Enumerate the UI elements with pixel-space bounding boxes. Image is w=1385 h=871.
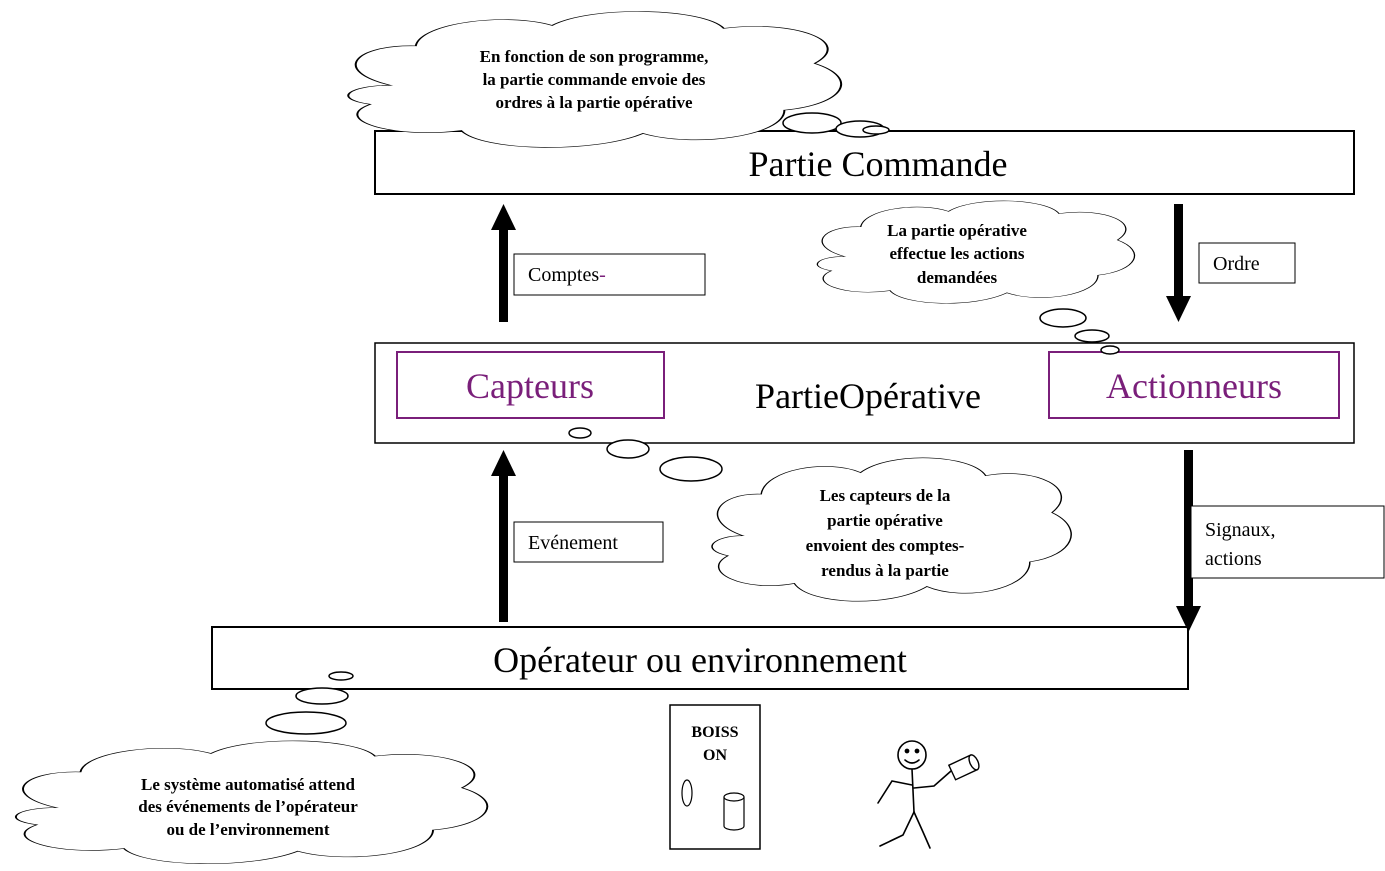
bubble-capteurs-line-3: envoient des comptes- [806,536,965,555]
signaux-label-box: Signaux, actions [1190,505,1385,579]
partie-operative-label: PartieOpérative [755,376,981,416]
thought-bubble-systeme: Le système automatisé attend des événeme… [16,672,487,864]
partie-commande-label: Partie Commande [749,144,1008,184]
ordre-label: Ordre [1213,253,1260,275]
machine-label-line-1: BOISS [691,724,738,741]
ordre-label-box: Ordre [1198,242,1296,284]
partie-commande-block: Partie Commande [374,130,1355,195]
operateur-label: Opérateur ou environnement [493,640,907,680]
evenement-label: Evénement [528,532,618,554]
bubble-capteurs-line-4: rendus à la partie [821,561,949,580]
bubble-operative-line-3: demandées [917,268,998,287]
actionneurs-label: Actionneurs [1106,366,1282,406]
operateur-block: Opérateur ou environnement [211,626,1189,690]
bubble-capteurs-line-2: partie opérative [827,511,943,530]
thought-bubble-operative: La partie opérative effectue les actions… [817,201,1134,354]
bubble-operative-line-2: effectue les actions [889,244,1024,263]
drink-can-icon [947,754,980,781]
bubble-systeme-line-1: Le système automatisé attend [141,775,355,794]
stick-figure-person-icon [877,740,952,849]
capteurs-label: Capteurs [466,366,594,406]
evenement-label-box: Evénement [513,521,664,563]
bubble-systeme-line-2: des événements de l’opérateur [138,797,358,816]
bubble-commande-line-1: En fonction de son programme, [480,47,709,66]
comptes-rendus-label: Comptes- [528,264,606,286]
arrow-evenement [491,450,516,622]
machine-can-icon [723,792,745,831]
bubble-commande-line-3: ordres à la partie opérative [495,93,692,112]
bubble-operative-line-1: La partie opérative [887,221,1027,240]
arrow-signaux [1176,450,1201,632]
signaux-label-line-1: Signaux, [1205,519,1276,541]
partie-operative-block: PartieOpérative Capteurs Actionneurs [374,342,1355,444]
bubble-capteurs-line-1: Les capteurs de la [820,486,951,505]
coin-slot-icon [681,779,693,807]
signaux-label-line-2: actions [1205,548,1262,570]
comptes-rendus-label-box: Comptes- [513,253,706,296]
arrow-comptes-rendus [491,204,516,322]
actionneurs-box: Actionneurs [1048,351,1340,419]
bubble-commande-line-2: la partie commande envoie des [483,70,706,89]
thought-bubble-capteurs: Les capteurs de la partie opérative envo… [569,428,1071,601]
thought-bubble-commande: En fonction de son programme, la partie … [348,11,889,147]
capteurs-box: Capteurs [396,351,665,419]
vending-machine-icon: BOISS ON [669,704,761,850]
machine-label-line-2: ON [703,747,727,764]
arrow-ordre [1166,204,1191,322]
bubble-systeme-line-3: ou de l’environnement [166,820,329,839]
